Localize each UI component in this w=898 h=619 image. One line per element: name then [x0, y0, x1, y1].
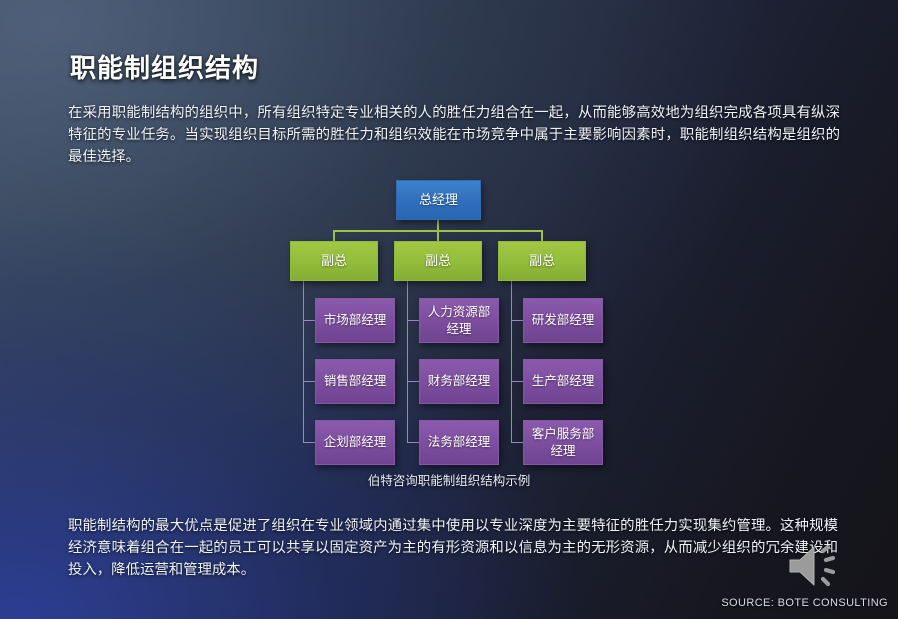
- connector-vp-drop-1: [333, 230, 335, 241]
- org-node-vp-3[interactable]: 副总: [498, 241, 586, 281]
- org-node-dept-planning[interactable]: 企划部经理: [315, 420, 395, 465]
- org-node-label: 市场部经理: [323, 313, 387, 327]
- org-node-dept-customer-service[interactable]: 客户服务部经理: [523, 420, 603, 465]
- org-node-label: 副总: [424, 253, 451, 268]
- connector-vp-drop-2: [437, 230, 439, 241]
- org-node-dept-hr[interactable]: 人力资源部经理: [419, 298, 499, 343]
- org-node-dept-sales[interactable]: 销售部经理: [315, 359, 395, 404]
- org-node-label: 研发部经理: [531, 313, 595, 327]
- intro-paragraph: 在采用职能制结构的组织中，所有组织特定专业相关的人的胜任力组合在一起，从而能够高…: [68, 105, 840, 165]
- org-node-label: 财务部经理: [427, 374, 491, 388]
- org-node-label: 副总: [528, 253, 555, 268]
- connector-vp-bus: [333, 230, 543, 232]
- speaker-icon[interactable]: [786, 542, 844, 590]
- org-node-label: 销售部经理: [323, 374, 387, 388]
- connector-vp-drop-3: [541, 230, 543, 241]
- org-node-dept-rnd[interactable]: 研发部经理: [523, 298, 603, 343]
- org-node-dept-legal[interactable]: 法务部经理: [419, 420, 499, 465]
- org-node-label: 人力资源部经理: [427, 304, 491, 336]
- connector-top-down: [437, 220, 439, 231]
- org-node-label: 法务部经理: [427, 435, 491, 449]
- connector-spine-col-2: [407, 280, 408, 442]
- org-node-dept-marketing[interactable]: 市场部经理: [315, 298, 395, 343]
- org-node-dept-production[interactable]: 生产部经理: [523, 359, 603, 404]
- connector-spine-col-1: [303, 280, 304, 442]
- org-node-label: 生产部经理: [531, 374, 595, 388]
- org-node-label: 客户服务部经理: [531, 426, 595, 458]
- conclusion-paragraph: 职能制结构的最大优点是促进了组织在专业领域内通过集中使用以专业深度为主要特征的胜…: [68, 518, 838, 578]
- org-node-dept-finance[interactable]: 财务部经理: [419, 359, 499, 404]
- org-node-label: 总经理: [418, 192, 458, 207]
- org-node-general-manager[interactable]: 总经理: [396, 180, 481, 220]
- org-node-label: 企划部经理: [323, 435, 387, 449]
- chart-caption: 伯特咨询职能制组织结构示例: [367, 474, 531, 488]
- org-node-vp-1[interactable]: 副总: [290, 241, 378, 281]
- source-label: SOURCE: BOTE CONSULTING: [721, 597, 888, 609]
- page-title: 职能制组织结构: [70, 53, 260, 83]
- org-node-label: 副总: [320, 253, 347, 268]
- connector-spine-col-3: [511, 280, 512, 442]
- org-node-vp-2[interactable]: 副总: [394, 241, 482, 281]
